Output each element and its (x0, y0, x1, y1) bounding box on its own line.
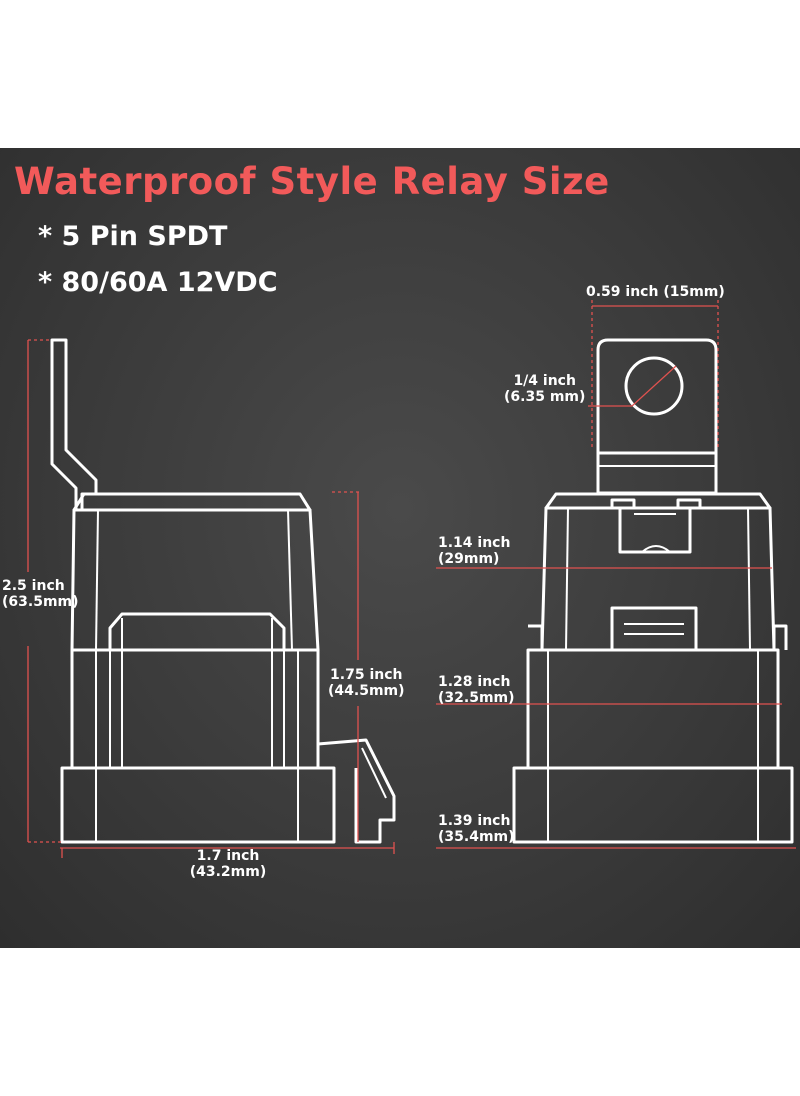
side-rib-left (95, 509, 99, 651)
front-base (512, 766, 794, 844)
label-hole-size-mm: (6.35 mm) (504, 389, 586, 405)
spec-rating: * 80/60A 12VDC (38, 267, 278, 298)
page-title: Waterproof Style Relay Size (14, 160, 610, 203)
front-upper-body (540, 506, 776, 652)
relay-drawing (27, 300, 796, 858)
label-base-width-inch: 1.39 inch (438, 813, 511, 829)
label-total-height-inch: 2.5 inch (2, 578, 65, 594)
front-tab-base (596, 451, 718, 495)
label-body-height-inch: 1.75 inch (330, 667, 403, 683)
front-rib-left (565, 507, 569, 651)
side-terminal-blade (50, 338, 98, 512)
side-connector-edge (361, 747, 387, 799)
relay-front-view (512, 338, 794, 844)
label-tab-width: 0.59 inch (15mm) (586, 284, 725, 300)
label-total-height-mm: (63.5mm) (2, 594, 79, 610)
side-window (108, 612, 286, 650)
label-body-height: 1.75 inch (44.5mm) (328, 667, 405, 699)
label-mid-width: 1.28 inch (32.5mm) (438, 674, 515, 706)
front-rib-right (747, 507, 751, 651)
side-connector (317, 738, 396, 844)
side-rib-right (287, 509, 293, 651)
front-middle-body (526, 648, 780, 770)
label-mid-width-inch: 1.28 inch (438, 674, 511, 690)
front-cap (544, 492, 772, 510)
front-label-plate (610, 606, 698, 652)
label-mid-width-mm: (32.5mm) (438, 690, 515, 706)
label-top-width-inch: 1.14 inch (438, 535, 511, 551)
label-side-width-mm: (43.2mm) (189, 864, 267, 880)
side-cap (72, 492, 312, 512)
front-terminal-hole (624, 356, 684, 416)
relay-size-panel: Waterproof Style Relay Size * 5 Pin SPDT… (0, 148, 800, 948)
label-hole-size-inch: 1/4 inch (513, 373, 576, 389)
side-lower-body (70, 648, 320, 770)
label-top-width: 1.14 inch (29mm) (438, 535, 510, 567)
label-total-height: 2.5 inch (63.5mm) (2, 578, 79, 610)
dim-hole-diagonal (631, 365, 677, 407)
label-base-width-mm: (35.4mm) (438, 829, 515, 845)
label-tab-width-inch: 0.59 inch (15mm) (586, 284, 725, 300)
side-dimensions (27, 339, 395, 858)
label-body-height-mm: (44.5mm) (328, 683, 405, 699)
label-hole-size: 1/4 inch (6.35 mm) (504, 373, 585, 405)
side-base (60, 766, 336, 844)
spec-pin-type: * 5 Pin SPDT (38, 221, 228, 252)
label-base-width: 1.39 inch (35.4mm) (438, 813, 515, 845)
front-notch-arc (641, 545, 671, 553)
label-top-width-mm: (29mm) (438, 551, 500, 567)
label-side-width-inch: 1.7 inch (196, 848, 260, 864)
front-terminal-tab (596, 338, 718, 455)
relay-side-view (50, 338, 396, 844)
front-dimensions (436, 300, 796, 849)
label-side-width: 1.7 inch (43.2mm) (188, 848, 268, 880)
front-center-notch (618, 508, 692, 554)
